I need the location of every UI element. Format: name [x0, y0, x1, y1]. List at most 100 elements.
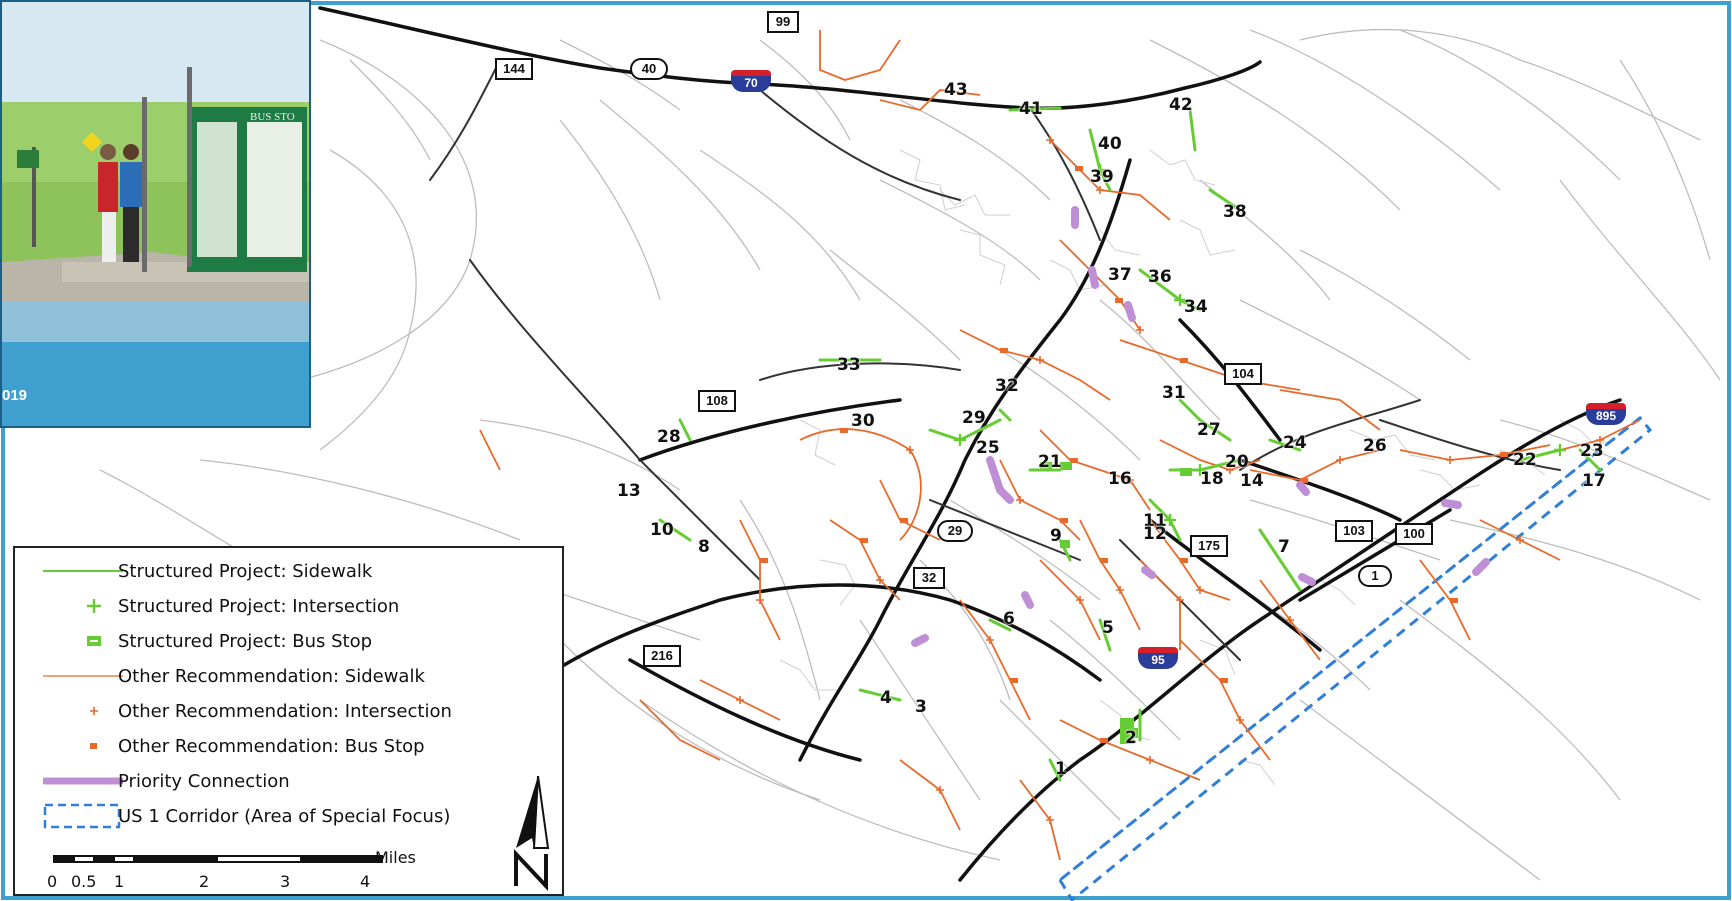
project-label: 18	[1200, 469, 1224, 489]
structured-intersections	[954, 164, 1566, 526]
project-label: 34	[1184, 297, 1208, 317]
scale-bar-graphic	[53, 855, 383, 863]
route-shield-us40: 40	[630, 58, 668, 80]
legend-label: Priority Connection	[118, 771, 290, 792]
project-label: 10	[650, 520, 674, 540]
project-label: 43	[944, 80, 968, 100]
legend-item-other-sidewalk: Other Recommendation: Sidewalk	[15, 661, 562, 691]
route-shield-md216: 216	[643, 645, 681, 667]
legend-item-structured-intersection: Structured Project: Intersection	[15, 591, 562, 621]
route-shield-md108: 108	[698, 390, 736, 412]
other-bus-stop-symbol	[90, 743, 97, 749]
project-label: 28	[657, 427, 681, 447]
project-label: 14	[1240, 471, 1264, 491]
project-label: 36	[1148, 267, 1172, 287]
photo-panel: BUS STO 019	[0, 0, 311, 428]
md175-line	[1148, 518, 1322, 652]
structured-intersection-symbol	[87, 599, 101, 613]
scale-tick-label: 2	[199, 872, 210, 891]
project-label: 42	[1169, 95, 1193, 115]
project-label: 40	[1098, 134, 1122, 154]
project-label: 24	[1283, 433, 1307, 453]
highways	[318, 6, 1622, 882]
bus-stop-photo: BUS STO	[2, 2, 309, 342]
other-bus-stops	[760, 166, 1508, 743]
structured-bus-stops	[1040, 462, 1192, 744]
map-legend: Structured Project: Sidewalk Structured …	[13, 546, 564, 896]
structured-sidewalks	[658, 106, 1602, 782]
project-label: 6	[1003, 609, 1015, 629]
project-label: 26	[1363, 436, 1387, 456]
legend-label: Other Recommendation: Bus Stop	[118, 736, 425, 757]
us29-line	[798, 158, 1132, 762]
structured-sidewalk-symbol	[43, 570, 123, 572]
md100-line	[1298, 508, 1452, 602]
route-shield-i70: 70	[731, 70, 771, 92]
us1-corridor-outline	[1058, 415, 1653, 901]
bus-stop-sign-text: BUS STO	[250, 111, 295, 123]
i70-line	[318, 6, 1262, 111]
project-label: 23	[1580, 441, 1604, 461]
project-label: 39	[1090, 167, 1114, 187]
legend-label: Structured Project: Sidewalk	[118, 561, 373, 582]
project-label: 5	[1102, 618, 1114, 638]
route-shield-md175: 175	[1190, 535, 1228, 557]
project-label: 25	[976, 438, 1000, 458]
project-label: 41	[1019, 99, 1043, 119]
scale-tick-label: 0	[47, 872, 58, 891]
us1-corridor-symbol	[43, 803, 121, 829]
route-shield-md144: 144	[495, 58, 533, 80]
project-label: 38	[1223, 202, 1247, 222]
project-label: 3	[915, 697, 927, 717]
project-label: 9	[1050, 526, 1062, 546]
md103-line	[1238, 458, 1402, 522]
project-label: 30	[851, 411, 875, 431]
project-label: 13	[617, 481, 641, 501]
project-label: 27	[1197, 420, 1221, 440]
md216-line	[628, 658, 862, 762]
route-shield-i895: 895	[1586, 403, 1626, 425]
project-label: 16	[1108, 469, 1132, 489]
route-shield-us29: 29	[937, 520, 973, 542]
project-label: 11	[1143, 511, 1167, 531]
md108-line	[638, 398, 902, 462]
legend-label: US 1 Corridor (Area of Special Focus)	[118, 806, 451, 827]
legend-item-structured-bus-stop: Structured Project: Bus Stop	[15, 626, 562, 656]
other-sidewalk-symbol	[43, 675, 123, 677]
legend-label: Other Recommendation: Intersection	[118, 701, 452, 722]
north-arrow-icon	[514, 776, 550, 891]
route-shield-us1: 1	[1358, 565, 1392, 587]
project-label: 8	[698, 537, 710, 557]
scale-tick-label: 4	[360, 872, 371, 891]
project-label: 17	[1582, 471, 1606, 491]
legend-item-other-intersection: Other Recommendation: Intersection	[15, 696, 562, 726]
other-intersections	[736, 136, 1604, 824]
legend-item-us1-corridor: US 1 Corridor (Area of Special Focus)	[15, 801, 562, 831]
priority-connections	[911, 206, 1490, 647]
project-label: 4	[880, 688, 892, 708]
legend-label: Structured Project: Bus Stop	[118, 631, 373, 652]
legend-label: Other Recommendation: Sidewalk	[118, 666, 425, 687]
md32-line	[538, 583, 1102, 682]
legend-item-structured-sidewalk: Structured Project: Sidewalk	[15, 556, 562, 586]
route-shield-md103: 103	[1335, 520, 1373, 542]
legend-item-other-bus-stop: Other Recommendation: Bus Stop	[15, 731, 562, 761]
project-label: 7	[1278, 537, 1290, 557]
route-shield-md100: 100	[1395, 523, 1433, 545]
project-label: 21	[1038, 452, 1062, 472]
project-label: 20	[1225, 452, 1249, 472]
project-label: 29	[962, 408, 986, 428]
us1-corridor-band	[1059, 417, 1641, 881]
project-label: 31	[1162, 383, 1186, 403]
project-label: 1	[1055, 759, 1067, 779]
scale-tick-label: 3	[280, 872, 291, 891]
route-shield-md32: 32	[913, 567, 945, 589]
route-shield-md104: 104	[1224, 363, 1262, 385]
structured-bus-stop-symbol	[87, 636, 101, 646]
project-label: 33	[837, 355, 861, 375]
project-label: 22	[1513, 450, 1537, 470]
priority-connection-symbol	[43, 777, 123, 785]
photo-year-text: 019	[2, 387, 28, 404]
